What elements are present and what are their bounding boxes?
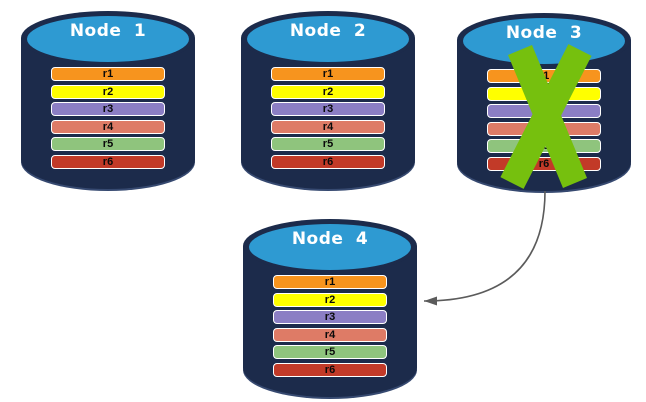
node-2-row-r4: r4 (271, 119, 385, 134)
node-1-row-r3: r3 (51, 102, 165, 116)
node-2-row-r6: r6 (271, 154, 385, 169)
node-4-row-r3: r3 (273, 310, 387, 324)
node-1-row-r2: r2 (51, 84, 165, 99)
node-2-row-r1: r1 (271, 67, 385, 81)
node-4-row-r6: r6 (273, 362, 387, 377)
node-1: Node 1 r1 r2 r3 r4 r5 r6 (20, 5, 196, 193)
node-2: Node 2 r1 r2 r3 r4 r5 r6 (240, 5, 416, 193)
node-2-row-r5: r5 (271, 137, 385, 151)
node-3-label: Node 3 (505, 23, 583, 43)
node-4: Node 4 r1 r2 r3 r4 r5 r6 (242, 213, 418, 401)
node-1-rows: r1 r2 r3 r4 r5 r6 (51, 67, 165, 169)
node-1-label: Node 1 (69, 21, 147, 41)
node-4-row-r4: r4 (273, 327, 387, 342)
node-3: Node 3 r1 r2 r3 r4 r5 r6 (456, 7, 632, 195)
node-1-row-r1: r1 (51, 67, 165, 81)
node-4-row-r1: r1 (273, 275, 387, 289)
node-1-row-r4: r4 (51, 119, 165, 134)
node-4-rows: r1 r2 r3 r4 r5 r6 (273, 275, 387, 377)
node-1-row-r6: r6 (51, 154, 165, 169)
failure-x-icon (500, 44, 592, 189)
node-4-label: Node 4 (291, 229, 369, 249)
node-2-rows: r1 r2 r3 r4 r5 r6 (271, 67, 385, 169)
node-1-row-r5: r5 (51, 137, 165, 151)
node-2-row-r3: r3 (271, 102, 385, 116)
node-2-label: Node 2 (289, 21, 367, 41)
node-2-row-r2: r2 (271, 84, 385, 99)
node-4-row-r2: r2 (273, 292, 387, 307)
node-4-row-r5: r5 (273, 345, 387, 359)
